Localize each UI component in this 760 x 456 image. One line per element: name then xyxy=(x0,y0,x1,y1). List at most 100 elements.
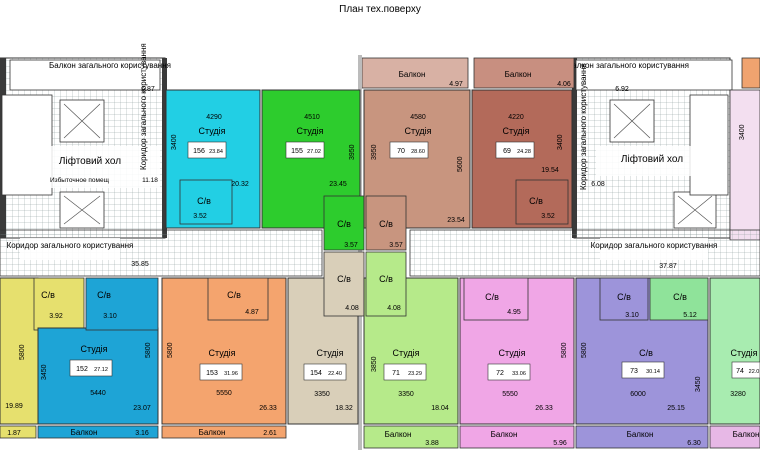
unit-152-depth-2: 3450 xyxy=(41,364,48,380)
unit-73-depth: 5800 xyxy=(581,342,588,358)
bottom-balcony-1 xyxy=(0,425,37,439)
left-service-room: Избыточное помещ xyxy=(50,176,110,184)
corridor-left-area: 35.85 xyxy=(131,261,149,268)
unit-156-bath xyxy=(179,179,233,225)
unit-73-bath-label: С/в xyxy=(617,292,631,302)
unit-72-width: 5550 xyxy=(502,391,518,398)
unit-152-tag xyxy=(69,359,113,377)
unit-69-area-total: 24.28 xyxy=(517,149,531,155)
top-balcony-1-label: Балкон xyxy=(399,70,426,79)
unit-74-width: 3280 xyxy=(730,391,746,398)
bottom-units: С/в 3.92 5800 19.89 С/в 3.10 5800 3450 С… xyxy=(0,251,760,425)
unit-72-bath xyxy=(463,277,529,321)
unit-74: Студія 74 22.0 3280 xyxy=(709,277,760,425)
right-hall-area-value: 6.08 xyxy=(591,181,605,188)
unit-72: С/в 4.95 5800 Студія 72 33.06 5550 26.33 xyxy=(459,277,575,425)
bottom-balcony-3-area: 2.61 xyxy=(263,430,277,437)
bottom-balcony-6 xyxy=(575,425,709,449)
left-lift-2-cross xyxy=(63,195,101,225)
unit-69-tag xyxy=(495,141,535,159)
bottom-balcony-2-label: Балкон xyxy=(71,428,98,437)
unit-155-area-total: 27.02 xyxy=(307,149,321,155)
bottom-balcony-4-label: Балкон xyxy=(385,430,412,439)
corridor-left-label-bg xyxy=(20,238,120,260)
unit-73-width: 6000 xyxy=(630,391,646,398)
unit-153-bath-label: С/в xyxy=(227,290,241,300)
unit-73-num: 73 xyxy=(630,368,638,375)
unit-153-label: Студія xyxy=(208,348,235,358)
unit-71: С/в 4.08 3850 Студія 71 23.29 3350 18.04 xyxy=(363,251,459,425)
unit-69-num: 69 xyxy=(503,148,511,155)
unit-156-bath-area: 3.52 xyxy=(193,213,207,220)
bottom-balcony-4-area: 3.88 xyxy=(425,440,439,447)
left-core: Балкон загального користування 6.87 Ліфт… xyxy=(0,43,171,239)
unit-69-living: 19.54 xyxy=(541,167,559,174)
bottom-balcony-2-area: 3.16 xyxy=(135,430,149,437)
bottom-balcony-2 xyxy=(37,425,159,439)
bottom-balcony-7 xyxy=(709,425,760,449)
right-edge-balcony xyxy=(741,57,760,89)
left-lift-1-cross xyxy=(63,103,101,139)
right-lift-1-cross xyxy=(613,103,651,139)
right-lift-2-cross xyxy=(677,195,713,225)
unit-74-area xyxy=(709,277,760,425)
unit-153-bath-area: 4.87 xyxy=(245,309,259,316)
unit-70-depth-2: 5600 xyxy=(457,156,464,172)
unit-70: 4580 3950 5600 Студія 70 28.60 23.54 С/в… xyxy=(363,89,471,251)
corridor: Коридор загального користування 35.85 Ко… xyxy=(0,229,760,277)
bottom-balconies: 1.87 Балкон 3.16 Балкон 2.61 Балкон 3.88… xyxy=(0,425,760,449)
bottom-balcony-4 xyxy=(363,425,459,449)
right-core: Балкон загального користування 6.92 Ліфт… xyxy=(567,57,760,241)
corridor-left-label: Коридор загального користування xyxy=(7,241,134,250)
unit-155: 4510 3950 Студія 155 27.02 23.45 С/в 3.5… xyxy=(261,89,365,251)
unit-153-width: 5550 xyxy=(216,390,232,397)
unit-72-label: Студія xyxy=(498,348,525,358)
unit-72-bath-label: С/в xyxy=(485,292,499,302)
right-core-wall-left xyxy=(572,58,577,238)
unit-69-bath-label: С/в xyxy=(529,196,543,206)
unit-69-depth: 3400 xyxy=(557,134,564,150)
unit-70-depth: 3950 xyxy=(371,144,378,160)
bottom-balcony-5-area: 5.96 xyxy=(553,440,567,447)
unit-71-tag xyxy=(383,363,427,381)
unit-153-depth: 5800 xyxy=(167,342,174,358)
unit-73-tag xyxy=(621,361,665,379)
unit-152-bath-label: С/в xyxy=(97,290,111,300)
unit-156: 4290 3400 Студія 156 23.84 20.32 С/в 3.5… xyxy=(165,89,261,229)
unit-152-area-total: 27.12 xyxy=(94,367,108,373)
unit-70-area-total: 28.60 xyxy=(411,149,425,155)
unit-edge-left-living: 19.89 xyxy=(5,403,23,410)
unit-155-width: 4510 xyxy=(304,114,320,121)
unit-edge-left-area xyxy=(0,277,39,425)
unit-70-tag xyxy=(389,141,429,159)
unit-74-area-total: 22.0 xyxy=(749,369,760,375)
unit-73-bath-2-label: С/в xyxy=(673,292,687,302)
unit-154-bath-label: С/в xyxy=(337,274,351,284)
unit-edge-left-bath xyxy=(33,277,85,331)
unit-154-tag xyxy=(303,363,347,381)
right-balcony-label: Балкон загального користування xyxy=(567,61,689,70)
unit-154-num: 154 xyxy=(310,370,322,377)
unit-155-tag xyxy=(285,141,325,159)
plan-title: План тех.поверху xyxy=(339,4,421,15)
unit-152: С/в 3.10 5800 3450 Студія 152 27.12 5440… xyxy=(37,277,159,425)
unit-74-num: 74 xyxy=(736,368,744,375)
unit-71-label: Студія xyxy=(392,348,419,358)
right-edge-unit xyxy=(729,89,760,241)
right-hall-area xyxy=(596,146,708,176)
unit-71-num: 71 xyxy=(392,370,400,377)
unit-154-bath-area: 4.08 xyxy=(345,305,359,312)
bottom-balcony-3 xyxy=(161,425,287,439)
unit-153: С/в 4.87 5800 Студія 153 31.96 5550 26.3… xyxy=(161,277,287,425)
unit-152-width: 5440 xyxy=(90,390,106,397)
unit-73-bath xyxy=(599,277,649,321)
unit-71-bath xyxy=(365,251,407,317)
top-units: 4290 3400 Студія 156 23.84 20.32 С/в 3.5… xyxy=(165,89,573,251)
unit-156-label: Студія xyxy=(198,126,225,136)
unit-152-bath xyxy=(85,277,159,331)
unit-70-label: Студія xyxy=(404,126,431,136)
top-balcony-1-area: 4.97 xyxy=(449,81,463,88)
left-balcony-area: 6.87 xyxy=(141,86,155,93)
unit-edge-left-bath-label: С/в xyxy=(41,290,55,300)
